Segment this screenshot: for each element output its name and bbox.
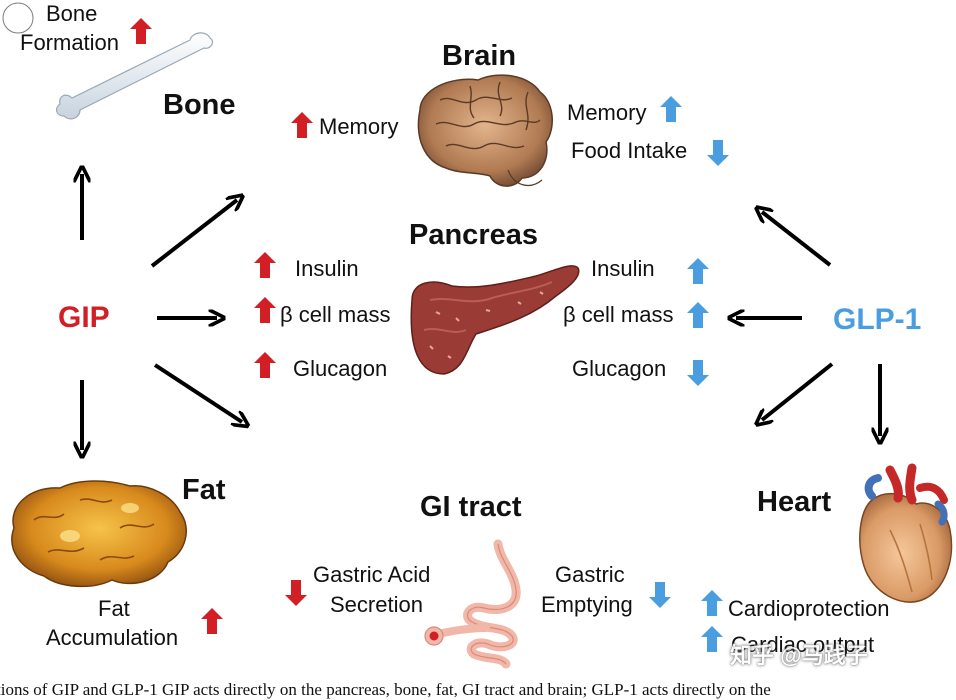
up-arrow-bone-formation [130, 18, 152, 44]
figure-caption: tions of GIP and GLP-1 GIP acts directly… [0, 680, 771, 699]
gi-tract-image [424, 539, 521, 669]
effect-glp-beta-cell-mass: β cell mass [563, 302, 674, 327]
effect-gip-beta-cell-mass: β cell mass [280, 302, 391, 327]
arrow-glp1-to-gi [762, 362, 834, 420]
up-arrow-gip-beta-cell [254, 297, 276, 323]
effect-bone-formation-line1: Bone [46, 1, 98, 26]
up-arrow-gip-glucagon [254, 352, 276, 378]
effect-gastric-emptying-line1: Gastric [555, 562, 625, 587]
up-arrow-gip-memory [291, 112, 313, 138]
pancreas-image [410, 265, 580, 375]
effect-gastric-acid-line2: Secretion [330, 592, 423, 617]
effect-glp-glucagon: Glucagon [572, 356, 667, 381]
effect-gip-glucagon: Glucagon [293, 356, 388, 381]
effect-cardioprotection: Cardioprotection [728, 596, 890, 621]
down-arrow-glp-glucagon [687, 360, 709, 386]
organ-title-brain: Brain [442, 40, 517, 72]
up-arrow-glp-memory [660, 96, 682, 122]
glp1-arrows [736, 212, 880, 436]
arrow-gip-to-gi [153, 363, 242, 422]
up-arrow-fat-accumulation [201, 608, 223, 634]
fat-image [11, 480, 187, 588]
brain-image [417, 74, 553, 187]
up-arrow-glp-insulin [687, 258, 709, 284]
effect-gastric-acid-line1: Gastric Acid [313, 562, 431, 587]
effect-gip-memory: Memory [319, 114, 399, 139]
effect-gip-insulin: Insulin [295, 256, 359, 281]
heart-image [859, 463, 953, 603]
indicator-arrows [130, 18, 729, 652]
organ-title-heart: Heart [757, 486, 832, 518]
bone-image [55, 32, 214, 120]
glp1-label: GLP-1 [833, 303, 922, 336]
effect-cardiac-output: Cardiac output [731, 632, 875, 657]
down-arrow-glp-food-intake [707, 140, 729, 166]
up-arrow-cardioprotection [701, 590, 723, 616]
effect-fat-accumulation-line2: Accumulation [46, 625, 179, 650]
up-arrow-glp-beta-cell [687, 302, 709, 328]
up-arrow-cardiac-output [701, 626, 723, 652]
down-arrow-gastric-acid [285, 580, 307, 606]
gip-arrows [82, 174, 242, 450]
organ-title-fat: Fat [182, 474, 226, 506]
arrow-gip-to-brain [150, 200, 237, 268]
arrow-glp1-to-brain [762, 212, 832, 267]
effect-fat-accumulation-line1: Fat [98, 596, 130, 621]
effect-gastric-emptying-line2: Emptying [541, 592, 633, 617]
watermark-logo-icon [2, 2, 34, 34]
effect-glp-food-intake: Food Intake [571, 138, 688, 163]
down-arrow-gastric-emptying [649, 582, 671, 608]
gip-label: GIP [58, 301, 110, 334]
effect-glp-memory: Memory [567, 100, 647, 125]
organ-title-pancreas: Pancreas [409, 219, 538, 251]
effect-bone-formation-line2: Formation [20, 30, 120, 55]
organ-title-bone: Bone [163, 89, 236, 121]
watermark-text: 知乎 @马践子 [730, 643, 868, 668]
organ-title-gi-tract: GI tract [420, 491, 522, 523]
up-arrow-gip-insulin [254, 252, 276, 278]
effect-glp-insulin: Insulin [591, 256, 655, 281]
